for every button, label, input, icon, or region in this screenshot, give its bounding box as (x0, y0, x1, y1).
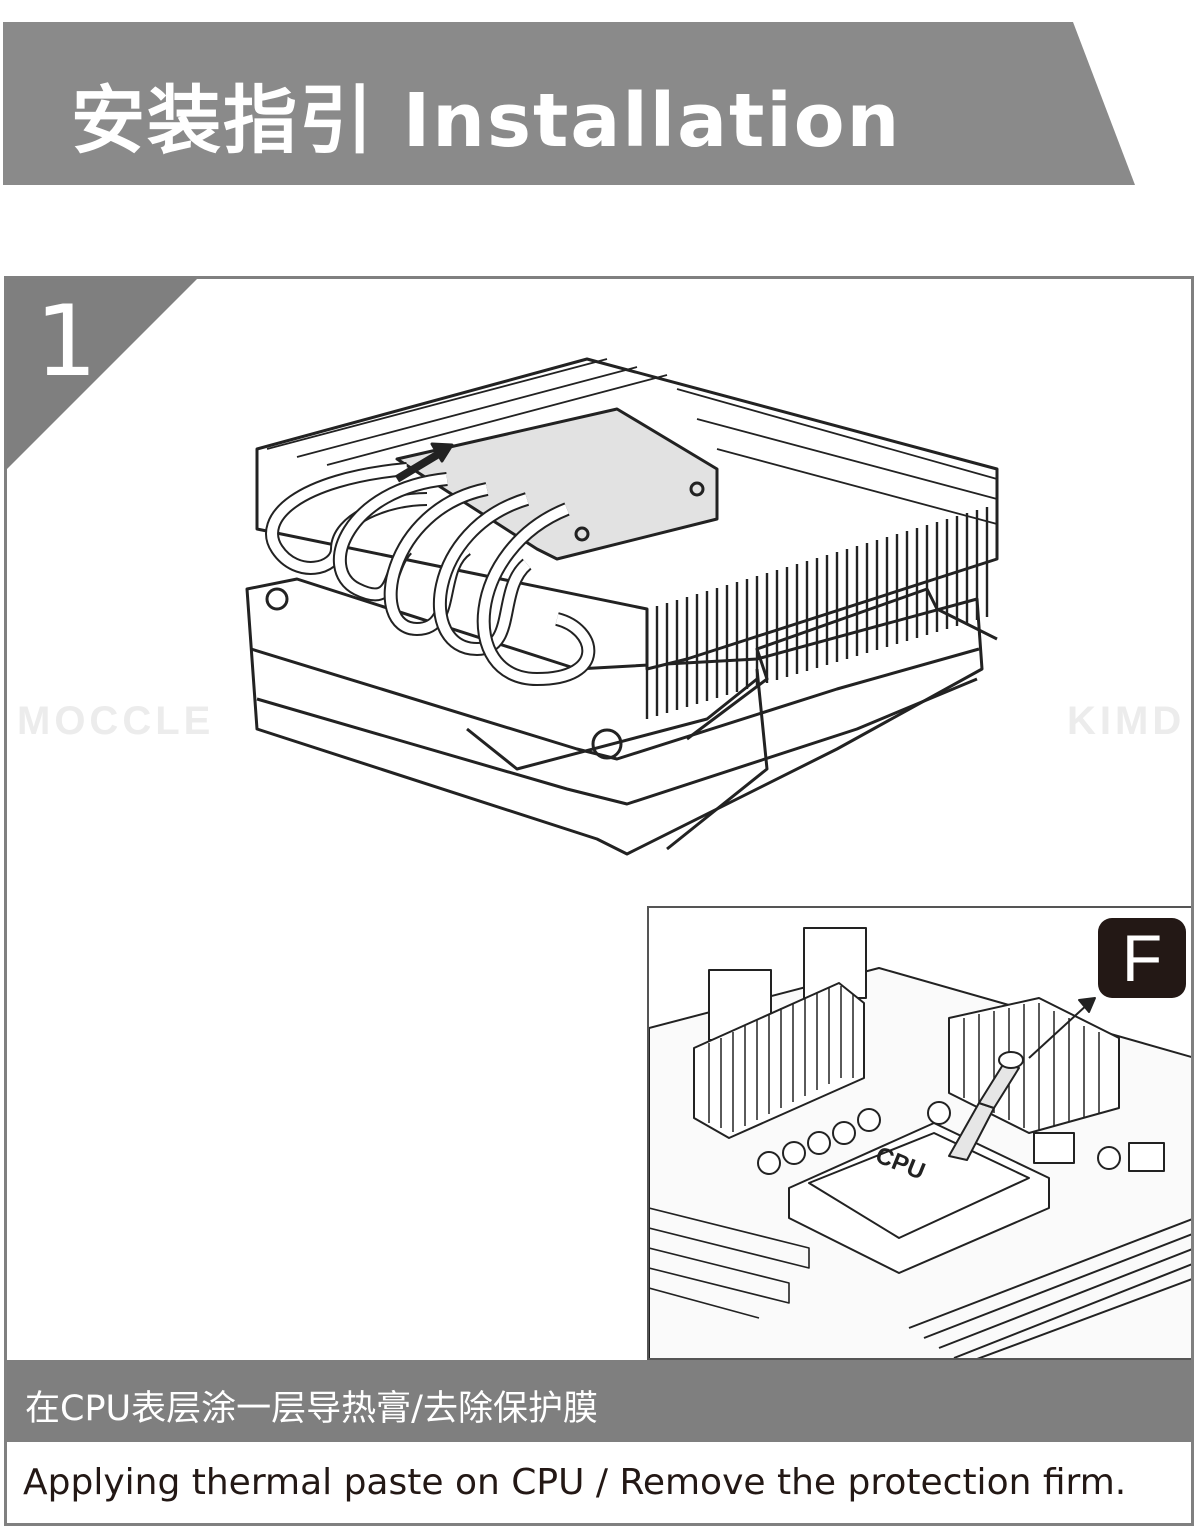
caption-chinese: 在CPU表层涂一层导热膏/去除保护膜 (25, 1389, 598, 1429)
step-panel: 1 MOCCLE KIMD (4, 276, 1194, 1526)
cooler-illustration (245, 357, 999, 856)
caption-english: Applying thermal paste on CPU / Remove t… (23, 1462, 1127, 1503)
watermark: KIMD (1067, 699, 1186, 743)
watermark: MOCCLE (17, 699, 215, 743)
motherboard-inset: CPU F (647, 906, 1191, 1360)
page-title: 安装指引 Installation (71, 78, 902, 164)
step-f-badge: F (1098, 918, 1186, 998)
step-number: 1 (35, 285, 98, 399)
caption-zh-bar: 在CPU表层涂一层导热膏/去除保护膜 (7, 1360, 1191, 1442)
step-badge (7, 279, 197, 469)
motherboard-illustration: CPU (649, 927, 1191, 1358)
header-banner-shape (3, 22, 1135, 185)
header-banner: 安装指引 Installation (3, 22, 1135, 185)
